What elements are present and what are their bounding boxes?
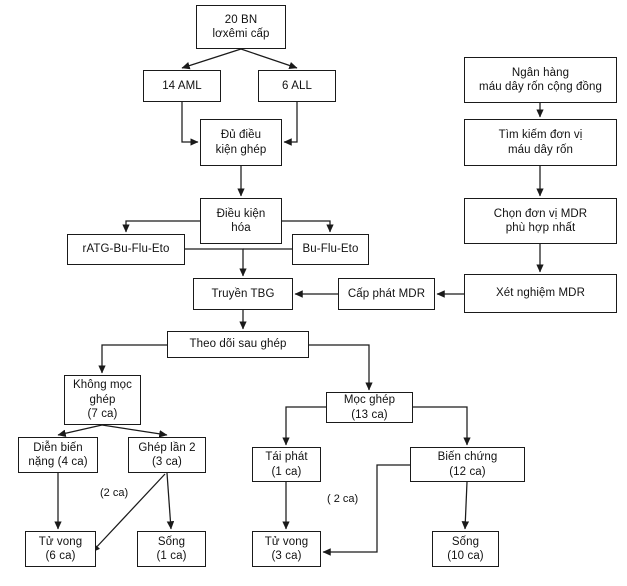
- edge-complication-to-death: [322, 464, 410, 556]
- node-conditioning: Điều kiện hóa: [200, 198, 282, 244]
- edge-label-right-2ca: ( 2 ca): [327, 493, 359, 505]
- node-regraft: Ghép lần 2 (3 ca): [128, 437, 206, 473]
- edge-regimens-to-infusion: [185, 248, 247, 277]
- node-all: 6 ALL: [258, 70, 336, 102]
- node-graft: Mọc ghép (13 ca): [326, 392, 413, 423]
- edge-nograft-to-regraft: [101, 424, 168, 438]
- node-infusion: Truyền TBG: [193, 278, 293, 310]
- edge-nograft-to-severe: [57, 424, 103, 437]
- edge-graft-to-relapse: [282, 406, 326, 446]
- edge-graft-to-complication: [413, 406, 471, 446]
- node-ratg: rATG-Bu-Flu-Eto: [67, 234, 185, 265]
- edge-conditioning-to-bufluto: [282, 220, 334, 233]
- node-severe: Diễn biến nặng (4 ca): [18, 437, 98, 473]
- node-followup: Theo dõi sau ghép: [167, 331, 309, 358]
- edge-label-left-2ca: (2 ca): [100, 487, 129, 499]
- edge-conditioning-to-ratg: [122, 220, 200, 233]
- edge-followup-to-graft: [309, 344, 373, 391]
- node-complication: Biến chứng (12 ca): [410, 447, 525, 482]
- node-bufluto: Bu-Flu-Eto: [292, 234, 369, 265]
- node-total: 20 BN lơxêmi cấp: [196, 5, 286, 49]
- node-death-right: Tử vong (3 ca): [252, 531, 321, 567]
- node-eligible: Đủ điều kiện ghép: [200, 119, 282, 166]
- edge-all-to-eligible: [283, 102, 298, 146]
- node-dispense: Cấp phát MDR: [338, 278, 435, 310]
- edge-regraft-to-alive: [166, 472, 175, 530]
- node-relapse: Tái phát (1 ca): [252, 447, 321, 482]
- edge-followup-to-nograft: [98, 344, 167, 374]
- node-test: Xét nghiệm MDR: [464, 274, 617, 313]
- node-search: Tìm kiếm đơn vị máu dây rốn: [464, 119, 617, 166]
- node-alive-right: Sống (10 ca): [432, 531, 499, 567]
- edge-complication-to-alive: [461, 481, 470, 530]
- node-bank: Ngân hàng máu dây rốn cộng đồng: [464, 57, 617, 103]
- edge-total-to-aml: [181, 48, 242, 70]
- node-death-left: Tử vong (6 ca): [25, 531, 96, 567]
- node-aml: 14 AML: [143, 70, 221, 102]
- node-nograft: Không mọc ghép (7 ca): [64, 375, 141, 425]
- node-select: Chọn đơn vị MDR phù hợp nhất: [464, 198, 617, 244]
- edge-total-to-all: [240, 48, 298, 70]
- edge-aml-to-eligible: [181, 102, 199, 146]
- node-alive-left: Sống (1 ca): [137, 531, 206, 567]
